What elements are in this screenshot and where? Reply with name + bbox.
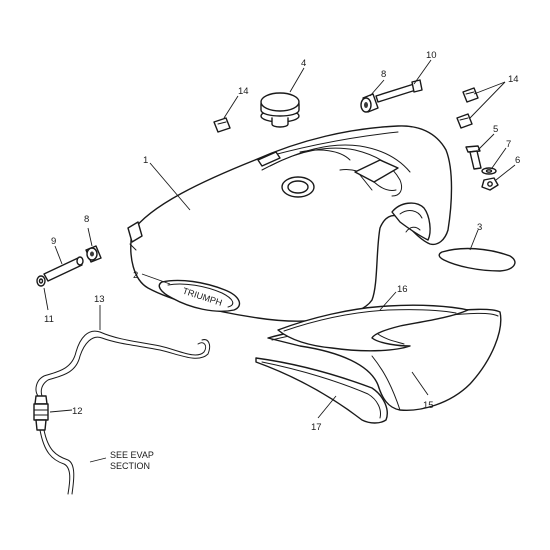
bolt-5 [465, 145, 482, 170]
clip-14-right-bottom [456, 113, 473, 129]
callout-1: 1 [143, 155, 148, 166]
callout-16: 16 [397, 284, 408, 295]
grommet-8-left [85, 245, 102, 263]
callout-labels: 1 2 3 4 5 6 7 8 8 9 10 11 12 13 14 14 15… [44, 50, 520, 433]
evap-note-line-2: SECTION [110, 461, 150, 471]
callout-5: 5 [493, 124, 498, 135]
washer-7 [481, 167, 497, 175]
fuel-tank [127, 125, 453, 322]
callout-10: 10 [426, 50, 437, 61]
rod-10 [375, 79, 423, 103]
callout-11: 11 [44, 314, 54, 325]
callout-9: 9 [51, 236, 56, 247]
tank-badge: TRIUMPH [158, 279, 241, 312]
callout-8-left: 8 [84, 214, 89, 225]
callout-4: 4 [301, 58, 306, 69]
callout-12: 12 [72, 406, 83, 417]
callout-2: 2 [133, 270, 138, 281]
decal-lower [255, 357, 388, 424]
callout-8-top: 8 [381, 69, 386, 80]
clip-14-right-top [462, 87, 479, 103]
spacer-9 [43, 256, 84, 282]
leader-lines [43, 59, 516, 463]
evap-note-line-1: SEE EVAP [110, 450, 154, 460]
clip-14-left [213, 117, 231, 133]
filler-cap [260, 92, 300, 128]
washer-11 [36, 275, 46, 287]
decal-upper [277, 304, 469, 352]
callout-6: 6 [515, 155, 520, 166]
callout-15: 15 [423, 400, 434, 411]
nut-6 [481, 177, 499, 191]
evap-note: SEE EVAP SECTION [110, 450, 154, 471]
breather-hose [35, 330, 211, 495]
callout-3: 3 [477, 222, 482, 233]
callout-17: 17 [311, 422, 322, 433]
knee-pad [438, 247, 516, 272]
callout-13: 13 [94, 294, 105, 305]
callout-14-right: 14 [508, 74, 519, 85]
inline-filter [33, 395, 49, 431]
callout-14-left: 14 [238, 86, 249, 97]
callout-7: 7 [506, 139, 511, 150]
grommet-8-top [360, 93, 379, 113]
